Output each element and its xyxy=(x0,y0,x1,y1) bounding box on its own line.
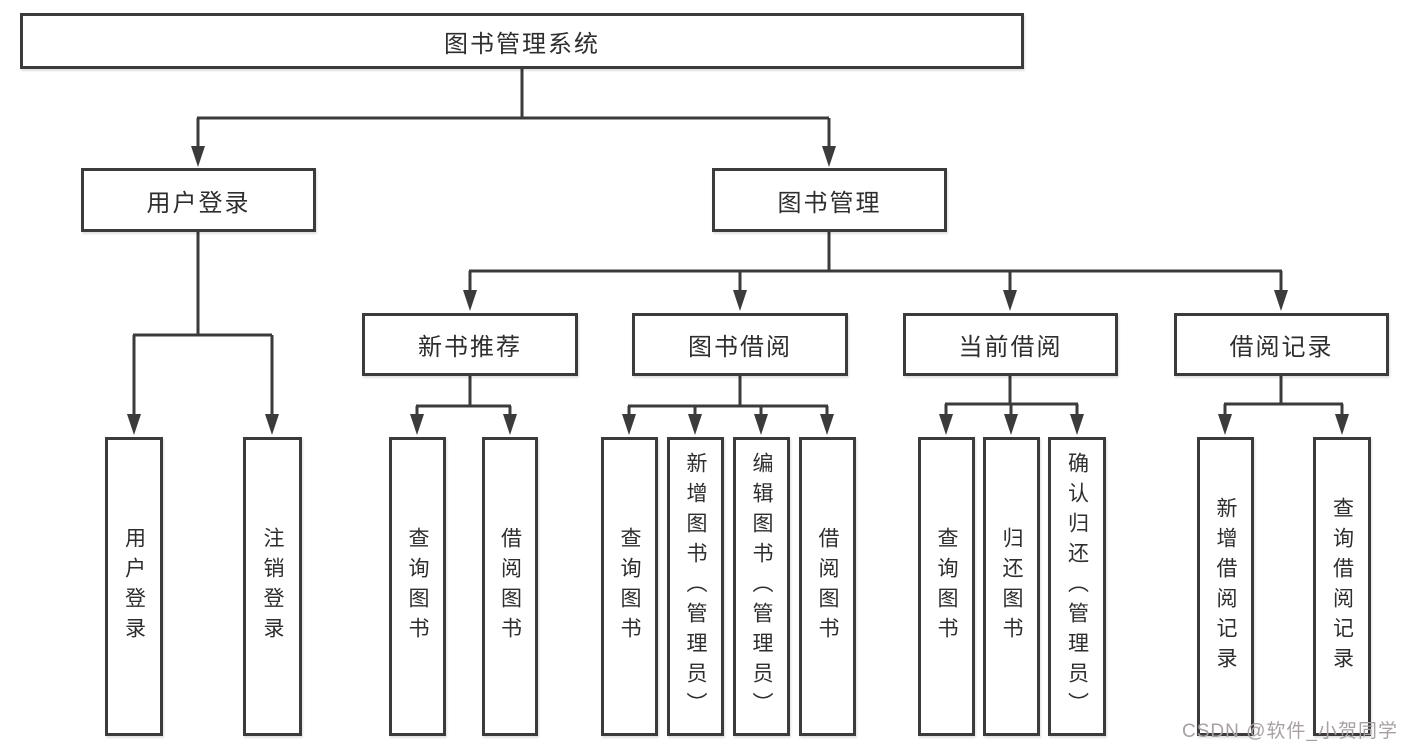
node-new-book-recommend: 新书推荐 xyxy=(362,313,578,376)
leaf-logout-login-label: 注销登录 xyxy=(261,526,284,647)
leaf-query-books-recommend: 查询图书 xyxy=(389,437,446,736)
leaf-add-borrow-record-label: 新增借阅记录 xyxy=(1214,496,1237,677)
leaf-add-books-admin-label: 新增图书（管理员） xyxy=(684,451,707,722)
leaf-query-borrow-record: 查询借阅记录 xyxy=(1313,437,1371,736)
leaf-edit-books-admin-label: 编辑图书（管理员） xyxy=(750,451,773,722)
leaf-query-books-recommend-label: 查询图书 xyxy=(406,526,429,647)
node-book-management: 图书管理 xyxy=(712,168,947,232)
node-borrowing-records-label: 借阅记录 xyxy=(1229,334,1334,361)
node-new-book-recommend-label: 新书推荐 xyxy=(418,334,522,361)
node-book-management-label: 图书管理 xyxy=(777,189,882,217)
leaf-query-books-current: 查询图书 xyxy=(918,437,975,736)
leaf-confirm-return-admin-label: 确认归还（管理员） xyxy=(1065,451,1089,722)
leaf-edit-books-admin: 编辑图书（管理员） xyxy=(733,437,790,736)
csdn-watermark: CSDN @软件_小贺同学 xyxy=(1182,721,1398,742)
leaf-user-login: 用户登录 xyxy=(105,437,163,736)
node-current-borrowing: 当前借阅 xyxy=(903,313,1118,376)
leaf-query-books-borrowing: 查询图书 xyxy=(601,437,658,736)
node-root-system-label: 图书管理系统 xyxy=(444,30,600,58)
leaf-logout-login: 注销登录 xyxy=(243,437,302,736)
leaf-add-books-admin: 新增图书（管理员） xyxy=(667,437,724,736)
node-borrowing-records: 借阅记录 xyxy=(1174,313,1389,376)
leaf-return-books: 归还图书 xyxy=(983,437,1040,736)
leaf-user-login-label: 用户登录 xyxy=(122,526,146,647)
node-root-system: 图书管理系统 xyxy=(20,13,1024,69)
leaf-query-books-current-label: 查询图书 xyxy=(935,526,958,647)
node-book-borrowing-label: 图书借阅 xyxy=(688,334,792,361)
leaf-borrow-books-borrowing-label: 借阅图书 xyxy=(816,526,839,647)
node-book-borrowing: 图书借阅 xyxy=(632,313,848,376)
leaf-borrow-books-recommend-label: 借阅图书 xyxy=(498,526,522,647)
node-user-login-label: 用户登录 xyxy=(146,189,251,217)
leaf-confirm-return-admin: 确认归还（管理员） xyxy=(1048,437,1106,736)
leaf-add-borrow-record: 新增借阅记录 xyxy=(1197,437,1254,736)
node-current-borrowing-label: 当前借阅 xyxy=(958,334,1063,361)
leaf-borrow-books-recommend: 借阅图书 xyxy=(482,437,538,736)
connector-group xyxy=(132,68,1344,416)
leaf-query-books-borrowing-label: 查询图书 xyxy=(618,526,641,647)
arrowheads xyxy=(127,146,1349,435)
node-user-login: 用户登录 xyxy=(81,168,316,232)
leaf-query-borrow-record-label: 查询借阅记录 xyxy=(1330,496,1354,677)
leaf-return-books-label: 归还图书 xyxy=(1000,526,1023,647)
leaf-borrow-books-borrowing: 借阅图书 xyxy=(799,437,856,736)
